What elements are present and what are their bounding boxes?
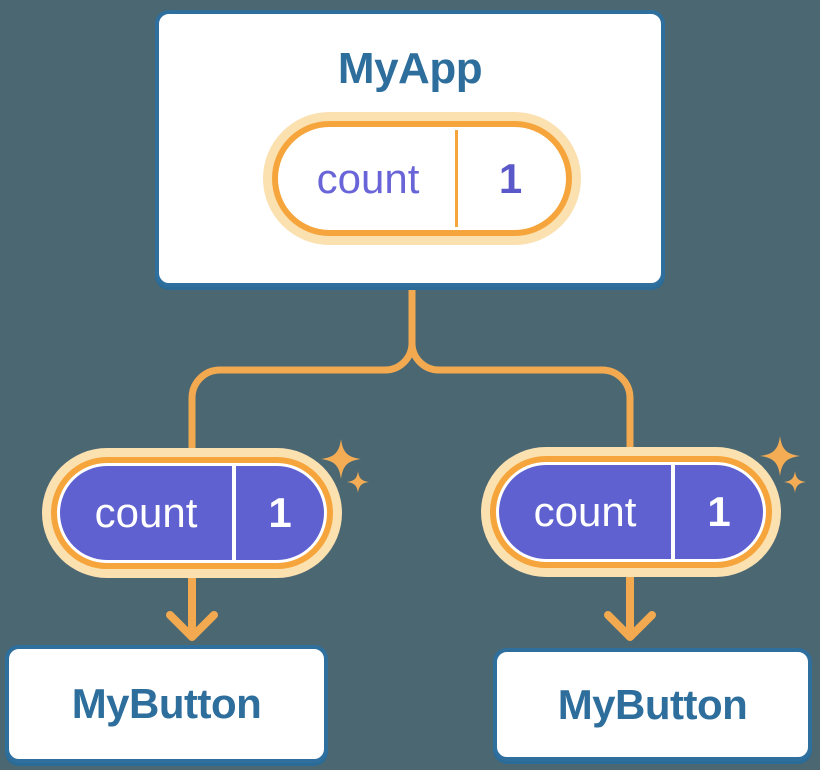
state-name: count	[94, 489, 198, 536]
arrow-head-icon	[604, 611, 656, 641]
state-name: count	[533, 488, 637, 535]
mybutton-title: MyButton	[557, 680, 748, 728]
state-value: 1	[498, 154, 523, 202]
pill-body: count 1	[60, 466, 324, 560]
pill-frame: count 1	[51, 457, 333, 569]
left-state-pill: count 1	[42, 448, 342, 578]
tree-connector	[188, 287, 634, 452]
arrow-to-right-button	[604, 570, 656, 641]
pill-frame: count 1	[272, 121, 572, 236]
pill-frame: count 1	[490, 456, 772, 568]
pill-divider	[455, 130, 458, 227]
connector-right-branch	[408, 287, 634, 452]
right-mybutton-card: MyButton	[493, 648, 812, 761]
state-value: 1	[707, 488, 731, 535]
state-value: 1	[268, 489, 292, 536]
right-state-pill: count 1	[481, 447, 781, 577]
pill-body: count 1	[499, 465, 763, 559]
state-name: count	[316, 154, 420, 202]
left-mybutton-card: MyButton	[5, 645, 328, 763]
mybutton-title: MyButton	[71, 680, 262, 727]
connector-left-branch	[188, 287, 416, 452]
pill-body: count 1	[281, 130, 563, 227]
pill-divider	[232, 466, 236, 560]
arrow-head-icon	[166, 611, 218, 641]
arrow-to-left-button	[166, 570, 218, 641]
myapp-title: MyApp	[337, 44, 483, 93]
pill-divider	[671, 465, 675, 559]
root-state-pill: count 1	[263, 112, 581, 245]
